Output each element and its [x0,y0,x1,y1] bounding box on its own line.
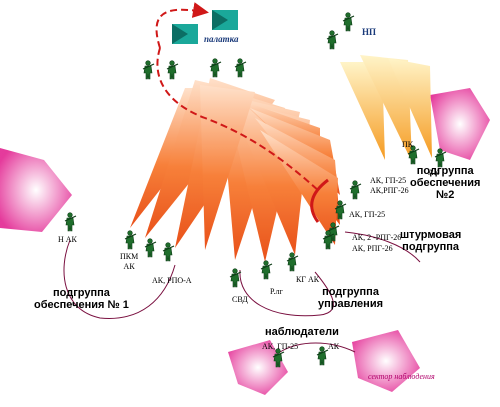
observation-sector-label: сектор наблюдения [368,372,435,381]
soldier-icon [334,200,347,220]
soldier-icon [342,12,355,32]
support-group-1-title: подгруппа обеспечения № 1 [34,287,129,311]
control-group-title: подгруппа управления [318,286,384,310]
pkm-ak-label: ПКМ АК [120,252,139,271]
fire-fan [340,62,385,160]
assault-route-arc [310,178,329,223]
soldier-icon [166,60,179,80]
fire-fans-main [130,78,340,262]
fire-fan [200,85,255,250]
ak-gp25-rpg26-label: АК, ГП-25 АК,РПГ-26 [370,176,409,195]
soldier-icon [434,148,447,168]
link-line-support1 [63,239,176,319]
soldier-icon [272,348,285,368]
soldiers [64,12,447,368]
tent-icon [172,24,198,44]
observation-sector-right [430,88,490,160]
tent-label: палатка [204,34,239,44]
observers-title: наблюдатели [265,326,339,338]
link-line-observers [279,342,356,353]
tent-icon [212,10,238,30]
soldier-icon [162,242,175,262]
soldier-icon [316,346,329,366]
observation-sector-left [0,148,72,232]
soldier-icon [144,238,157,258]
soldier-icon [286,252,299,272]
soldier-icon [322,230,335,250]
fire-fan [388,58,432,158]
soldier-icon [234,58,247,78]
soldier-icon [229,268,242,288]
n-ak-label: Н АК [58,235,77,244]
kg-ak-label: КГ АК [296,275,320,284]
ak-right-label: АК [428,168,440,177]
assault-route-main [156,47,321,193]
soldier-icon [64,212,77,232]
soldier-icon [407,145,420,165]
ak-2rpg26-label: АК, 2 -РПГ-26 [352,233,402,242]
soldier-icon [142,60,155,80]
pk-label: ПК [402,140,414,149]
support-group-2-title: подгруппа обеспечения №2 [410,165,481,201]
observation-post-label: НП [362,27,377,37]
obs-ak-gp25-label: АК, ГП-25 [262,342,299,351]
ak-gp25-label: АК, ГП-25 [349,210,386,219]
link-line-control [239,269,334,317]
rlg-label: Р.лг [270,287,283,296]
assault-group-title: штурмовая подгруппа [400,229,462,253]
svd-label: СВД [232,295,248,304]
obs-ak-label: АК [328,342,340,351]
observation-sector-bottom-left [228,340,288,395]
soldier-icon [349,180,362,200]
ak-rpo-label: АК, РПО-А [152,276,192,285]
ak-rpg26-label: АК, РПГ-26 [352,244,393,253]
assault-route [155,2,209,49]
soldier-icon [326,30,339,50]
fire-fans-support2 [340,55,432,162]
soldier-icon [209,58,222,78]
soldier-icon [260,260,273,280]
link-line-assault [344,231,421,263]
soldier-icon [124,230,137,250]
observation-sector-bottom-right [352,330,420,392]
